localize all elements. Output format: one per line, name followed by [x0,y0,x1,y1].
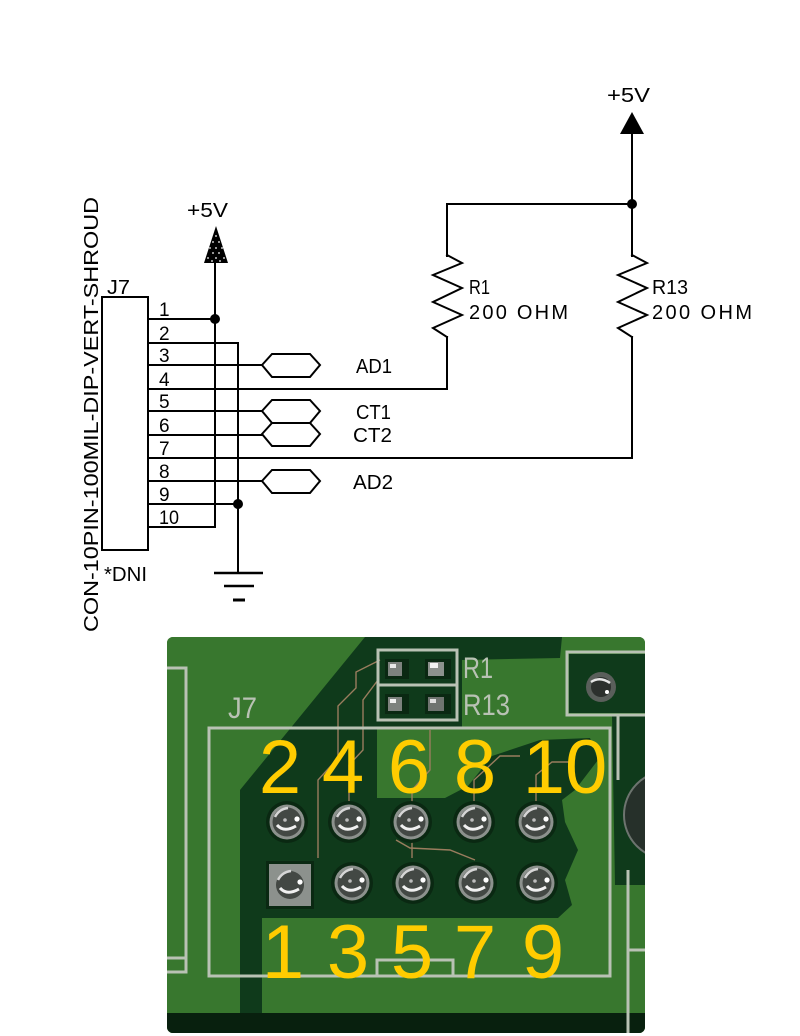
pin-label: 2 [259,725,301,810]
pin-number: 2 [159,324,170,345]
pin-number: 8 [159,462,170,483]
ground-icon [214,571,263,602]
resistor-pads [385,659,451,714]
power-arrow-icon [620,112,644,134]
pcb-photo: J7 R1 R13 [167,637,645,1033]
pin-label: 4 [322,725,364,810]
pcb-photo-drawing: J7 R1 R13 [167,637,645,1033]
connector-pins [264,799,560,909]
net-label-ct2: CT2 [353,425,392,447]
resistor-r13-icon [615,253,650,339]
pin-number: 10 [159,508,179,529]
junction-dot [210,314,220,324]
pin-4-wire [147,336,448,390]
pin-label: 1 [262,910,304,995]
connector-designator: J7 [107,277,130,299]
junction-dot [627,199,637,209]
pin-labels-top: 2 4 6 8 10 [259,725,607,810]
pin-number: 9 [159,485,170,506]
resistor-r1-value: 200 OHM [469,302,568,324]
schematic-diagram: CON-10PIN-100MIL-DIP-VERT-SHROUD J7 *DNI… [81,85,752,632]
net-label-ad2: AD2 [353,472,393,494]
pin-7-wire [147,336,633,459]
pin-label: 10 [523,725,608,810]
pin-labels-bottom: 1 3 5 7 9 [262,910,564,995]
pin-label: 3 [327,910,369,995]
pin-number: 6 [159,416,170,437]
pin-number: 7 [159,439,170,460]
board-edge [167,1013,645,1033]
pin-number: 3 [159,346,170,367]
connector-pin-numbers: 1 2 3 4 5 6 7 8 9 10 [159,300,179,529]
pin-pad [514,860,560,906]
junction-dot [233,499,243,509]
pin-label: 6 [388,725,430,810]
net-label-ad1: AD1 [356,356,392,378]
connector-dni-note: *DNI [104,564,147,586]
offpage-connector-icon [260,399,322,424]
connector-part-number: CON-10PIN-100MIL-DIP-VERT-SHROUD [81,197,103,632]
resistor-r1-icon [430,253,465,339]
pin-number: 4 [159,370,170,391]
pin-label: 7 [454,910,496,995]
pin-label: 9 [522,910,564,995]
pin-number: 1 [159,300,170,321]
connector-body [101,296,149,551]
resistor-r13-value: 200 OHM [652,302,752,324]
pin-label: 5 [391,910,433,995]
vcc-branch-r1 [446,203,633,257]
pin-pad [329,860,375,906]
pin-pad [453,860,499,906]
power-label-right: +5V [607,85,651,107]
resistor-r1-designator: R1 [469,277,490,299]
offpage-connector-icon [260,422,322,447]
silkscreen [167,648,645,1033]
wires [147,133,633,574]
net-label-ct1: CT1 [356,402,391,424]
pin-1-square-pad [266,861,314,909]
pin-label: 8 [454,725,496,810]
silkscreen-j7: J7 [228,692,257,725]
offpage-connector-icon [260,353,322,378]
offpage-connector-icon [260,469,322,494]
pin-pad [390,860,436,906]
resistor-r13-designator: R13 [652,277,688,299]
via-pad [586,672,616,702]
silkscreen-r13: R13 [463,689,510,722]
pin-number: 5 [159,392,170,413]
power-arrow-icon [204,226,228,263]
round-component [624,777,645,853]
silkscreen-r1: R1 [463,652,493,685]
power-label-left: +5V [187,200,229,222]
